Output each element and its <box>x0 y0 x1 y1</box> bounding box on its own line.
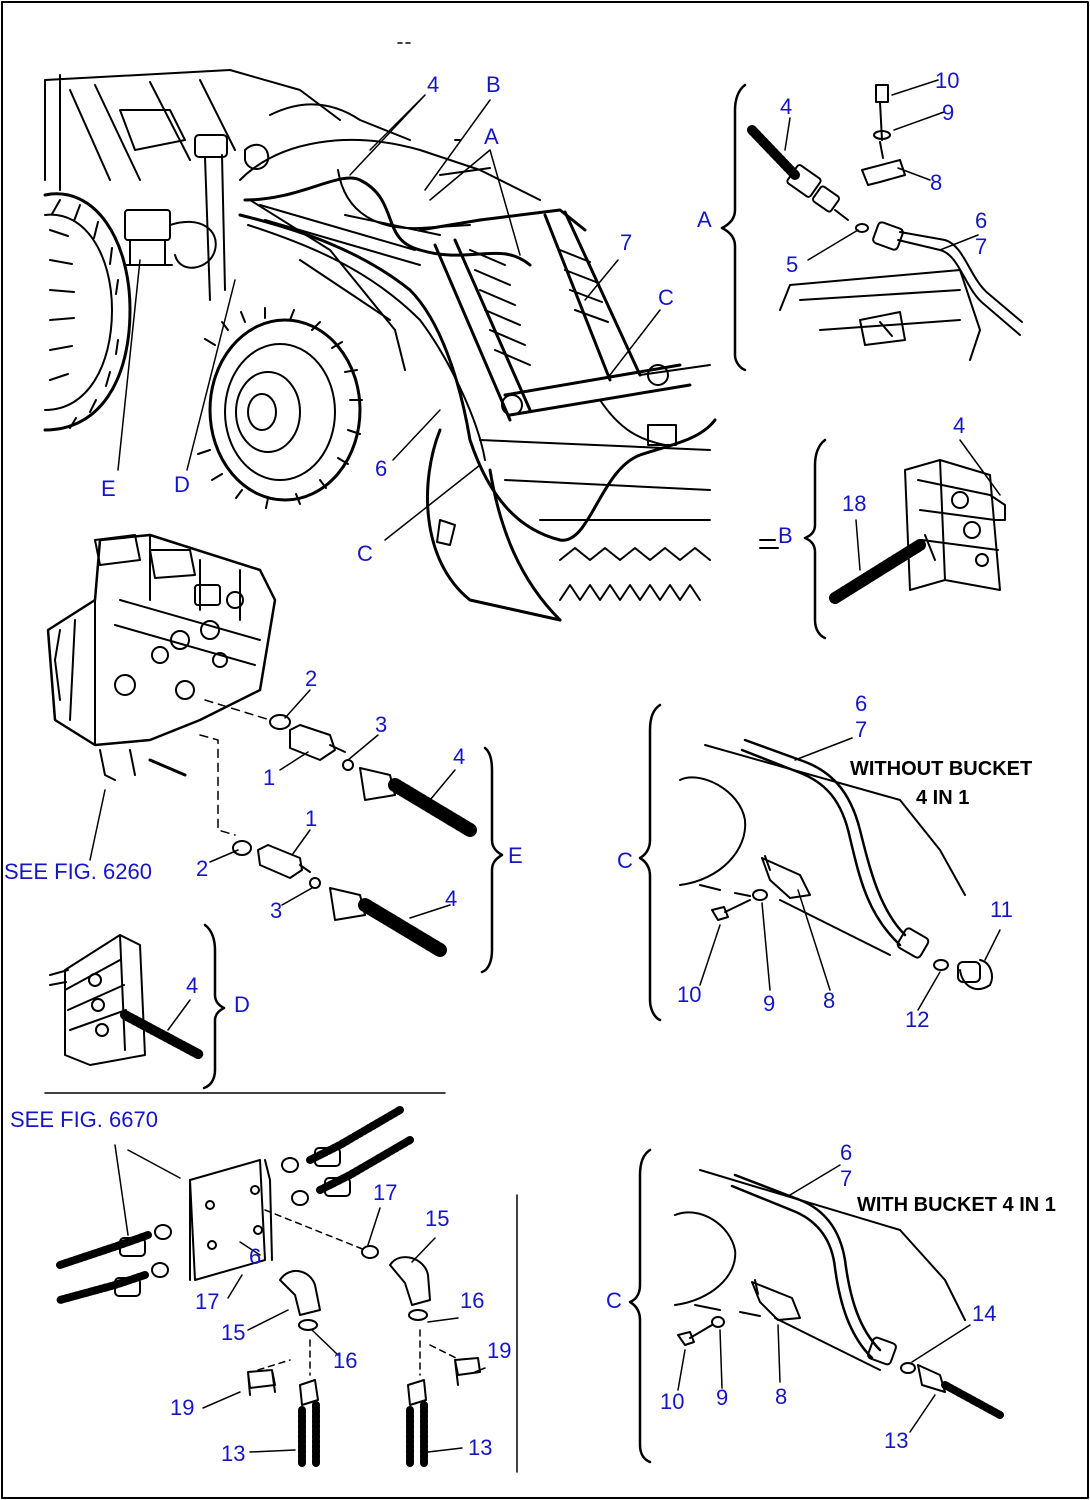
callout-detail-e-1b: 1 <box>305 806 318 831</box>
see-fig-6670: SEE FIG. 6670 <box>10 1107 158 1132</box>
callout-main-d: D <box>174 472 190 497</box>
detail-e-leaders <box>89 689 456 919</box>
callout-detail-a-9: 9 <box>942 100 955 125</box>
callout-bottom-15a: 15 <box>425 1206 450 1231</box>
detail-d-leaders <box>167 999 191 1031</box>
callout-detail-c1-6: 6 <box>855 691 868 716</box>
callout-bottom-16b: 16 <box>333 1348 358 1373</box>
callout-detail-c2-6: 6 <box>840 1140 853 1165</box>
callout-detail-c2-13: 13 <box>884 1428 909 1453</box>
callout-detail-a-10: 10 <box>935 68 960 93</box>
detail-a-leaders <box>784 79 979 261</box>
caption-with-bucket: WITH BUCKET 4 IN 1 <box>857 1194 1056 1216</box>
callout-detail-c1-10: 10 <box>677 982 702 1007</box>
see-fig-6260: SEE FIG. 6260 <box>4 859 152 884</box>
callout-detail-c1-8: 8 <box>823 988 836 1013</box>
main-view-leaders <box>117 94 661 541</box>
callout-detail-a-6: 6 <box>975 208 988 233</box>
callout-detail-c1-11: 11 <box>990 897 1013 922</box>
callout-main-e: E <box>101 476 116 501</box>
callout-detail-c2-10: 10 <box>660 1389 685 1414</box>
callout-bottom-15b: 15 <box>221 1320 246 1345</box>
detail-b-letter: B <box>778 523 793 548</box>
callout-detail-c2-9: 9 <box>716 1385 729 1410</box>
callout-main-7: 7 <box>620 230 633 255</box>
detail-d-letter: D <box>234 992 250 1017</box>
callout-detail-d-4: 4 <box>186 973 199 998</box>
callout-detail-a-8: 8 <box>930 170 943 195</box>
detail-b-drawing <box>759 438 1006 640</box>
callout-detail-c1-7: 7 <box>855 717 868 742</box>
callout-main-6: 6 <box>375 456 388 481</box>
detail-c-without-bucket-leaders <box>699 737 1001 1011</box>
detail-c-with-bucket-leaders <box>677 1164 971 1433</box>
detail-b-leaders <box>855 439 1001 571</box>
callout-bottom-19a: 19 <box>487 1338 512 1363</box>
callout-main-c-bottom: C <box>357 541 373 566</box>
detail-c-without-bucket-drawing <box>638 703 993 1022</box>
callout-detail-c1-9: 9 <box>763 991 776 1016</box>
callout-detail-e-2a: 2 <box>305 666 318 691</box>
callout-bottom-17a: 17 <box>373 1180 398 1205</box>
detail-c-with-bucket-drawing <box>628 1148 1004 1464</box>
bottom-left-fittings-drawing <box>56 1106 481 1469</box>
callout-detail-c2-8: 8 <box>775 1384 788 1409</box>
callout-detail-e-4a: 4 <box>453 744 466 769</box>
callout-detail-e-1a: 1 <box>263 765 276 790</box>
control-valve-drawing <box>46 533 277 781</box>
callout-detail-b-18: 18 <box>842 491 867 516</box>
detail-c1-letter: C <box>617 848 633 873</box>
callout-detail-c1-12: 12 <box>905 1007 930 1032</box>
callout-detail-c2-14: 14 <box>972 1301 997 1326</box>
callout-detail-e-4b: 4 <box>445 886 458 911</box>
callout-detail-c2-7: 7 <box>840 1166 853 1191</box>
callout-bottom-13b: 13 <box>468 1435 493 1460</box>
detail-a-letter: A <box>697 207 712 232</box>
caption-without-bucket-line1: WITHOUT BUCKET <box>850 758 1033 780</box>
callout-detail-e-3a: 3 <box>375 712 388 737</box>
callout-main-a: A <box>484 124 499 149</box>
callout-bottom-6: 6 <box>249 1244 262 1269</box>
callout-bottom-17b: 17 <box>195 1289 220 1314</box>
detail-d-drawing <box>49 923 226 1090</box>
callout-bottom-13a: 13 <box>221 1441 246 1466</box>
machine-main-view <box>43 69 717 622</box>
callout-detail-a-4: 4 <box>780 94 793 119</box>
callout-detail-e-2b: 2 <box>196 856 209 881</box>
callout-detail-a-5: 5 <box>786 252 799 277</box>
detail-e-letter: E <box>508 843 523 868</box>
callout-main-4: 4 <box>427 72 440 97</box>
callout-bottom-19b: 19 <box>170 1395 195 1420</box>
callout-detail-a-7: 7 <box>975 234 988 259</box>
callout-main-c-top: C <box>658 285 674 310</box>
detail-c2-letter: C <box>606 1288 622 1313</box>
detail-e-drawing <box>199 699 504 974</box>
detail-a-drawing <box>720 83 1023 372</box>
callout-detail-b-4: 4 <box>953 413 966 438</box>
bottom-left-leaders <box>114 1144 486 1453</box>
callout-main-b: B <box>486 72 501 97</box>
caption-without-bucket-line2: 4 IN 1 <box>916 787 970 809</box>
callout-detail-e-3b: 3 <box>270 898 283 923</box>
callout-bottom-16a: 16 <box>460 1288 485 1313</box>
